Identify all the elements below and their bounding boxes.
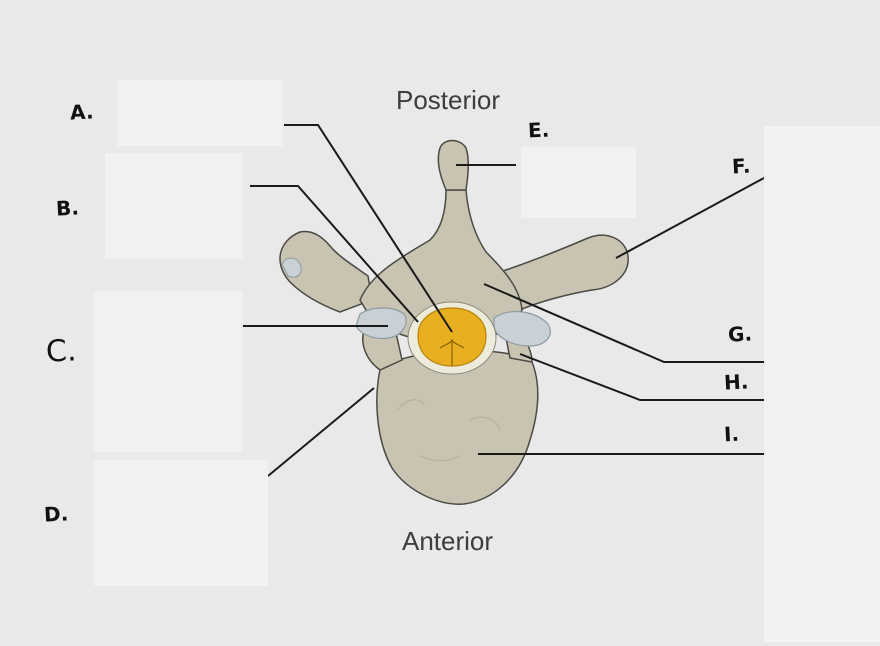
- anterior-label: Anterior: [402, 526, 494, 556]
- answer-box-b[interactable]: [105, 153, 243, 259]
- letter-b: B.: [55, 195, 80, 221]
- spinal-cord-fissure: [439, 338, 465, 366]
- left-transverse-process: [279, 230, 373, 313]
- left-articular-facet: [355, 307, 407, 339]
- leader-line-d: [267, 387, 375, 477]
- leader-line-h: [519, 353, 764, 401]
- spinous-process: [437, 139, 470, 191]
- answer-box-f-to-i[interactable]: [764, 126, 880, 642]
- leader-line-a: [284, 124, 453, 333]
- answer-box-e[interactable]: [521, 147, 636, 218]
- answer-box-d[interactable]: [94, 460, 268, 586]
- leader-line-f: [615, 177, 765, 259]
- answer-box-c[interactable]: [94, 291, 243, 452]
- body-texture: [397, 399, 501, 462]
- letter-h: H.: [723, 369, 749, 395]
- leader-line-b: [250, 185, 419, 323]
- letter-i: I.: [723, 421, 740, 447]
- letter-d: D.: [43, 501, 69, 527]
- letter-g: G.: [727, 321, 753, 347]
- answer-box-a[interactable]: [117, 80, 283, 146]
- transverse-facet: [281, 257, 302, 278]
- right-transverse-process: [495, 234, 629, 311]
- posterior-label: Posterior: [396, 85, 501, 115]
- right-articular-facet: [493, 311, 551, 347]
- leader-line-g: [483, 283, 764, 363]
- letter-e: E.: [527, 117, 550, 143]
- letter-f: F.: [731, 153, 751, 179]
- letter-a: A.: [69, 99, 95, 125]
- letter-c: C.: [45, 333, 78, 370]
